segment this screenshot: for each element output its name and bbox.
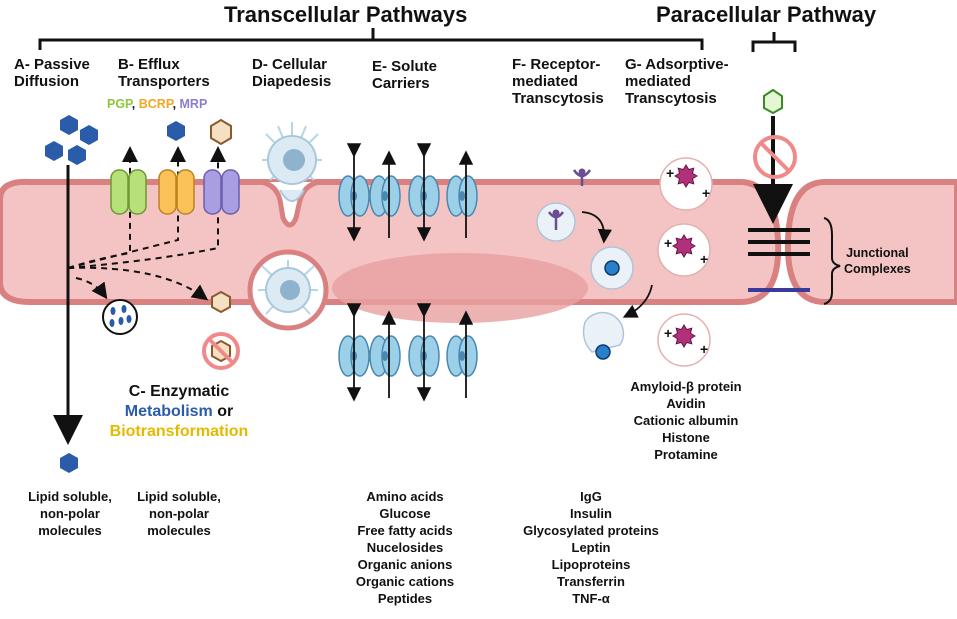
list-item: Nucelosides: [366, 540, 444, 555]
list-item: Lipid soluble,: [137, 489, 221, 504]
endocytosis-arrow: [581, 211, 613, 244]
receptor-vesicle-3: [582, 311, 625, 360]
paracellular-molecule: [763, 88, 783, 115]
transporter-names: PGP, BCRP, MRP: [107, 97, 208, 111]
list-item: IgG: [580, 489, 602, 504]
bcrp-label: BCRP: [138, 97, 173, 111]
enzymatic-label: C- Enzymatic Metabolism or Biotransforma…: [104, 382, 254, 442]
plus-charge: +: [702, 185, 710, 201]
list-item: Histone: [662, 430, 710, 445]
paracellular-bracket: [751, 32, 797, 52]
list-item: Free fatty acids: [357, 523, 453, 538]
plus-charge: +: [700, 251, 708, 267]
list-item: Avidin: [666, 396, 706, 411]
transcellular-title: Transcellular Pathways: [224, 2, 468, 27]
list-item: non-polar: [149, 506, 209, 521]
diapedesis-invagination: [251, 179, 329, 228]
receptor-icon-outside: [572, 168, 592, 186]
plus-charge: +: [664, 235, 672, 251]
passive-substrate-list: Lipid soluble, non-polar molecules: [18, 488, 122, 539]
list-item: Transferrin: [557, 574, 625, 589]
receptor-vesicle-2: [590, 246, 634, 290]
no-entry-icon: [202, 332, 240, 370]
cationic-protein-icon: [674, 164, 698, 188]
solute-carrier: [369, 310, 401, 398]
list-item: non-polar: [40, 506, 100, 521]
no-entry-icon-paracellular: [753, 135, 797, 179]
biotransformation-label: Biotransformation: [109, 423, 249, 440]
cationic-protein-icon: [672, 324, 696, 348]
metabolite-vesicle: [102, 299, 138, 335]
adsorptive-vesicles: ++++++: [657, 157, 713, 367]
efflux-substrate-list: Lipid soluble, non-polar molecules: [127, 488, 231, 539]
solute-carrier: [338, 303, 370, 402]
junction-brace: [823, 217, 841, 305]
list-item: Lipid soluble,: [28, 489, 112, 504]
list-item: Insulin: [570, 506, 612, 521]
adsorptive-vesicle: ++: [657, 313, 711, 367]
cationic-protein-icon: [672, 234, 696, 258]
solute-carriers-bottom: [338, 303, 478, 402]
efflux-molecule-blue: [167, 121, 185, 141]
solute-carrier: [338, 143, 370, 242]
endothelial-cell-right: [784, 179, 957, 305]
metabolism-label: Metabolism: [124, 403, 213, 420]
list-item: Amino acids: [366, 489, 444, 504]
plus-charge: +: [664, 325, 672, 341]
paracellular-title: Paracellular Pathway: [656, 2, 877, 27]
pgp-label: PGP: [107, 97, 132, 111]
list-item: Organic cations: [355, 574, 455, 589]
mrp-label: MRP: [179, 97, 208, 111]
metabolized-molecule: [211, 290, 231, 314]
solute-carrier: [408, 303, 440, 402]
transcytosis-arrow: [622, 284, 653, 318]
receptor-vesicle-1: [536, 202, 576, 242]
plus-charge: +: [666, 165, 674, 181]
efflux-molecule-tan: [210, 118, 232, 146]
tight-junctions: [748, 228, 810, 256]
list-item: Peptides: [377, 591, 433, 606]
pgp-transporter: [110, 169, 147, 215]
solute-carrier: [408, 143, 440, 242]
list-item: molecules: [38, 523, 102, 538]
mrp-transporter: [203, 169, 240, 215]
solute-carrier: [369, 150, 401, 238]
list-item: Leptin: [571, 540, 611, 555]
nucleus: [332, 253, 588, 323]
list-item: molecules: [147, 523, 211, 538]
leukocyte-vesicle: [247, 249, 329, 331]
transcellular-bracket: [38, 28, 704, 50]
passive-molecule-out: [60, 453, 78, 473]
solute-carrier: [446, 310, 478, 398]
internal-dashed-pathways: [67, 146, 226, 301]
list-item: TNF-α: [572, 591, 610, 606]
bcrp-transporter: [158, 169, 195, 215]
list-item: Glycosylated proteins: [523, 523, 659, 538]
adsorptive-vesicle: ++: [657, 223, 711, 277]
passive-molecules: [45, 115, 98, 165]
list-item: Lipoproteins: [551, 557, 631, 572]
list-item: Glucose: [379, 506, 431, 521]
solute-carrier: [446, 150, 478, 238]
list-item: Organic anions: [357, 557, 453, 572]
leukocyte-icon: [262, 122, 322, 202]
list-item: Cationic albumin: [633, 413, 739, 428]
adsorptive-vesicle: ++: [659, 157, 713, 211]
plus-charge: +: [700, 341, 708, 357]
list-item: Protamine: [654, 447, 718, 462]
list-item: Amyloid-β protein: [630, 379, 742, 394]
solute-carriers-top: [338, 143, 478, 242]
